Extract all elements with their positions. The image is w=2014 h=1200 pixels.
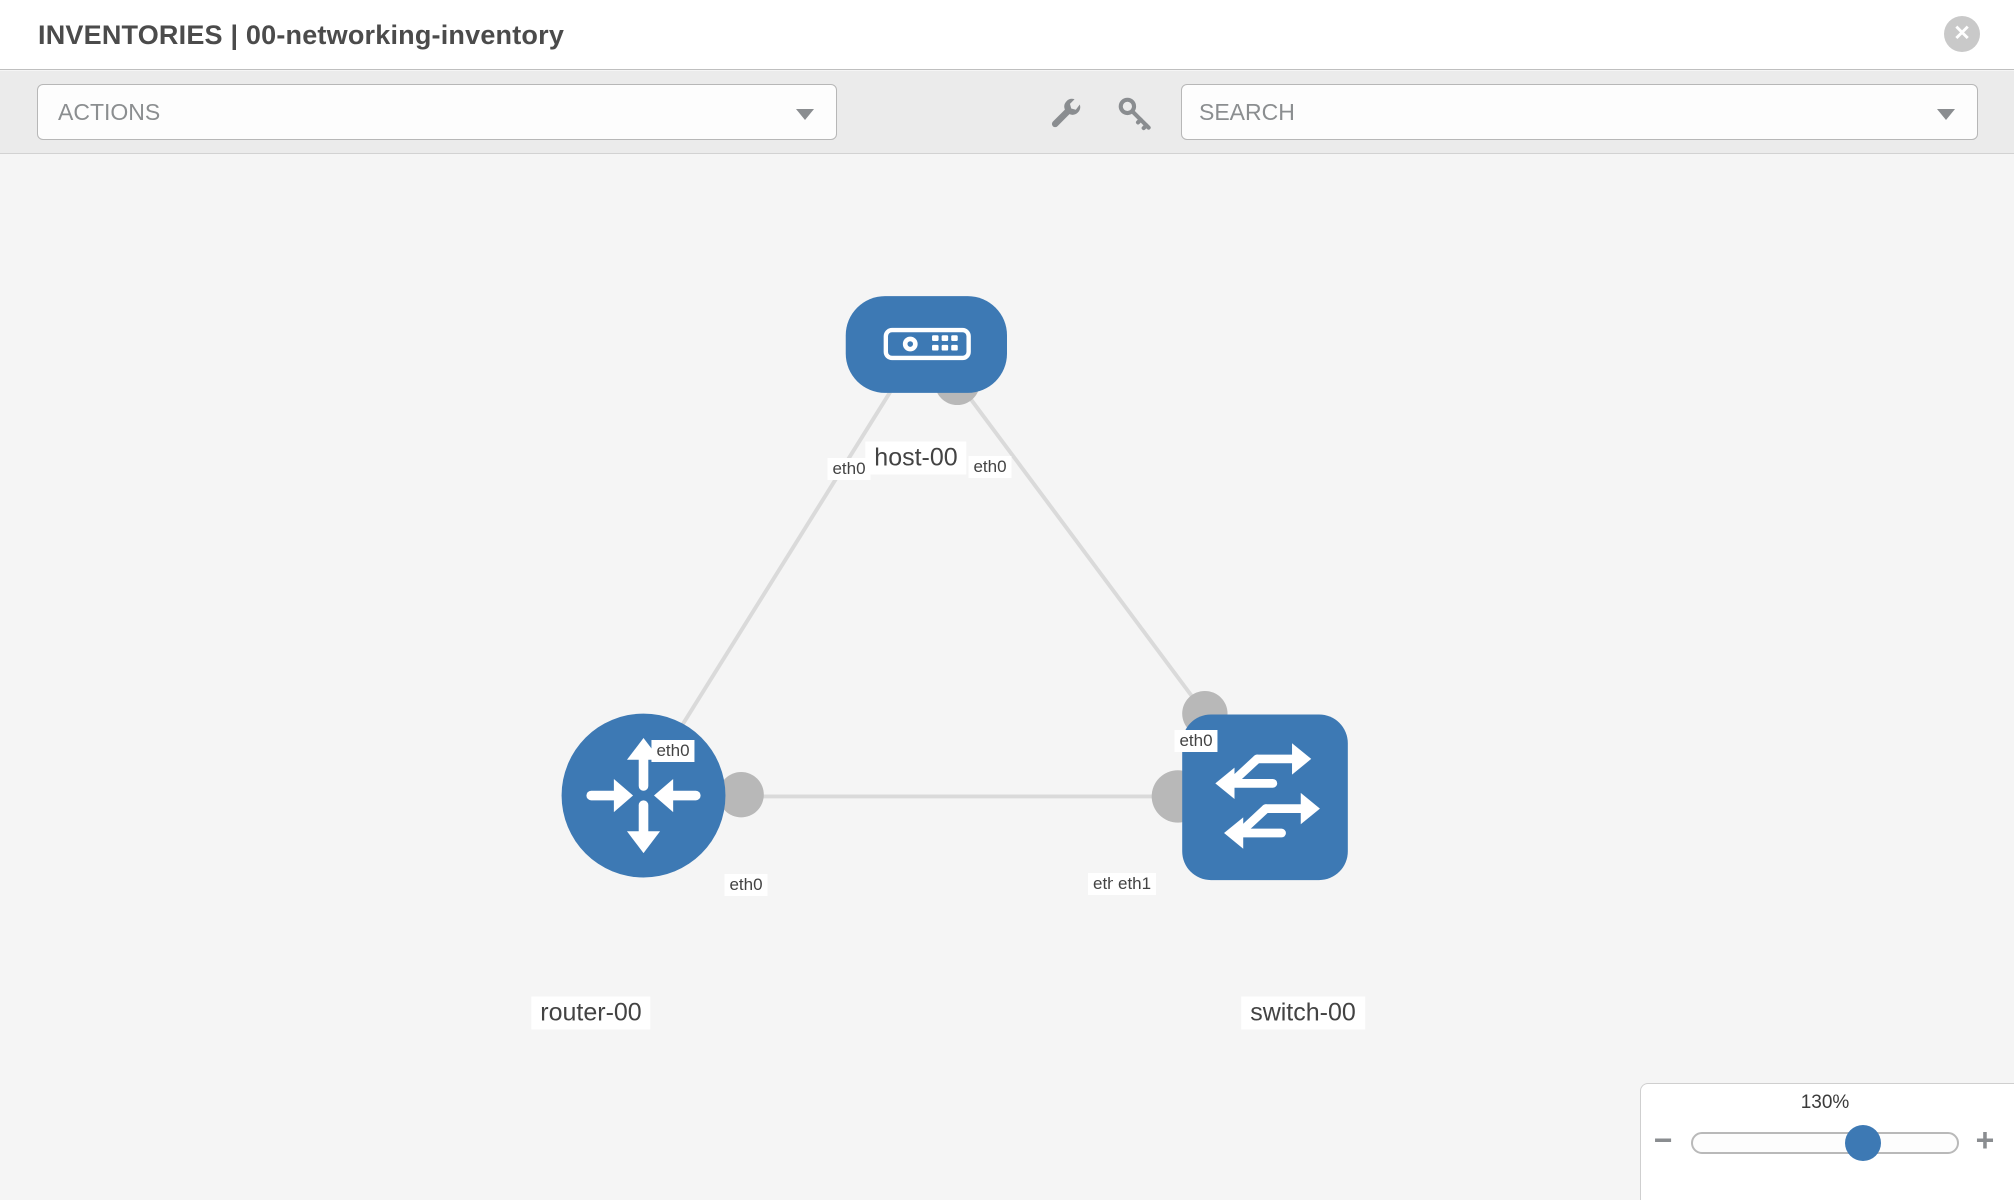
wrench-icon: [1047, 95, 1085, 138]
tools-button[interactable]: [1044, 94, 1088, 138]
key-icon: [1116, 95, 1154, 138]
node-label-switch: switch-00: [1241, 996, 1365, 1030]
close-icon: ✕: [1953, 22, 1971, 45]
chevron-down-icon: [1937, 109, 1955, 120]
zoom-in-button[interactable]: +: [1975, 1122, 1995, 1158]
zoom-panel: 130% − +: [1640, 1083, 2014, 1200]
iface-label-switch-left: eth1: [1113, 873, 1157, 895]
node-host[interactable]: [845, 296, 1007, 393]
node-label-host: host-00: [865, 441, 967, 475]
iface-label-host-right: eth0: [968, 456, 1012, 478]
host-server-icon: [883, 327, 971, 361]
node-switch[interactable]: [1182, 714, 1348, 881]
topology-svg: [561, 296, 1348, 881]
interface-dot-router[interactable]: [718, 772, 764, 818]
zoom-out-button[interactable]: −: [1653, 1122, 1673, 1158]
chevron-down-icon: [796, 109, 814, 120]
iface-label-router-link: eth0: [651, 740, 695, 762]
header: INVENTORIES | 00-networking-inventory ✕: [0, 0, 2014, 70]
switch-icon: [1215, 743, 1320, 849]
link-host-switch[interactable]: [967, 395, 1207, 715]
credentials-button[interactable]: [1113, 94, 1157, 138]
close-button[interactable]: ✕: [1944, 16, 1980, 52]
actions-dropdown-label: ACTIONS: [58, 99, 161, 125]
iface-label-switch-top: eth0: [1174, 730, 1218, 752]
search-dropdown[interactable]: SEARCH: [1181, 84, 1978, 140]
node-label-router: router-00: [531, 996, 651, 1030]
toolbar: ACTIONS SEARCH: [0, 71, 2014, 154]
link-host-router[interactable]: [678, 390, 892, 730]
node-router[interactable]: [561, 713, 726, 878]
search-placeholder: SEARCH: [1199, 99, 1295, 125]
zoom-level-value: 130%: [1800, 1092, 1850, 1113]
zoom-slider-track[interactable]: [1691, 1132, 1959, 1154]
page-title: INVENTORIES | 00-networking-inventory: [38, 20, 565, 50]
topology-canvas[interactable]: host-00 router-00 switch-00 eth0 eth0 et…: [0, 154, 2014, 1200]
links-layer: [678, 390, 1207, 799]
iface-label-router-right: eth0: [724, 874, 768, 896]
zoom-slider-handle[interactable]: [1845, 1125, 1881, 1161]
interfaces-layer: [718, 359, 1228, 823]
actions-dropdown[interactable]: ACTIONS: [37, 84, 837, 140]
iface-label-host-left: eth0: [827, 458, 871, 480]
